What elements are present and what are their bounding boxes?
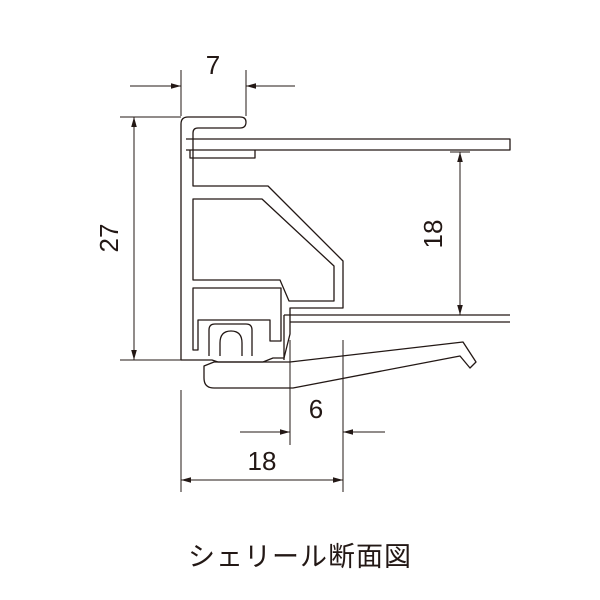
frame-chamber-upper xyxy=(192,198,335,302)
dim-label-top-width: 7 xyxy=(206,50,220,80)
dim-label-lower-gap: 6 xyxy=(309,394,323,424)
frame-chamber-lower xyxy=(192,287,282,351)
extension-lines xyxy=(120,70,470,492)
roller-wheel xyxy=(219,330,243,356)
diagram-caption: シェリール断面図 xyxy=(188,542,412,573)
profile-outline xyxy=(180,116,511,389)
dim-label-total-height: 27 xyxy=(94,224,124,253)
top-panel-bar xyxy=(189,150,256,159)
dim-label-inner-height: 18 xyxy=(418,220,448,249)
roller-part xyxy=(208,323,253,356)
top-panel-strip xyxy=(186,138,511,151)
middle-panel-strip xyxy=(283,314,510,360)
frame-profile-outer xyxy=(180,116,344,363)
bottom-rail xyxy=(203,341,477,389)
dimension-lines xyxy=(130,83,463,483)
dim-label-bottom-width: 18 xyxy=(248,446,277,476)
